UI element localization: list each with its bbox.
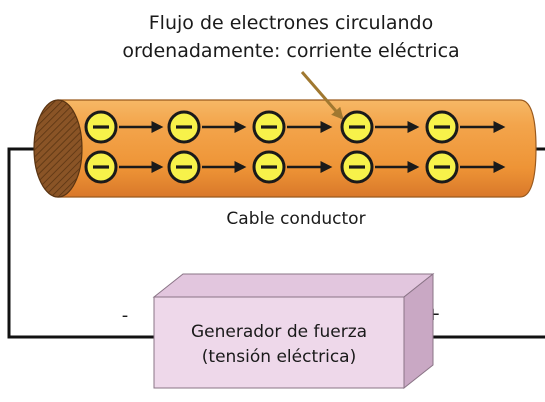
generator-label-line2: (tensión eléctrica) [202,347,356,367]
negative-terminal-sign: - [122,305,129,326]
electron [425,110,459,144]
generator-top-face [152,273,435,298]
generator-front-face [153,296,405,389]
cable-end-face [33,99,83,198]
cable-label: Cable conductor [226,209,365,229]
cable-conductor [57,99,537,198]
electron-row-bottom [84,150,506,184]
electron [252,110,286,144]
electron [425,150,459,184]
diagram-title-line2: ordenadamente: corriente eléctrica [122,40,459,62]
electron [167,110,201,144]
electron [84,110,118,144]
pointer-arrow [300,71,344,120]
electron-row-top [84,110,506,144]
generator-label-line1: Generador de fuerza [191,322,367,342]
diagram-title-line1: Flujo de electrones circulando [149,12,433,34]
generator-box: Generador de fuerza (tensión eléctrica) [152,272,435,390]
electron [252,150,286,184]
electron [84,150,118,184]
electron [167,150,201,184]
electron [340,150,374,184]
electron [340,110,374,144]
